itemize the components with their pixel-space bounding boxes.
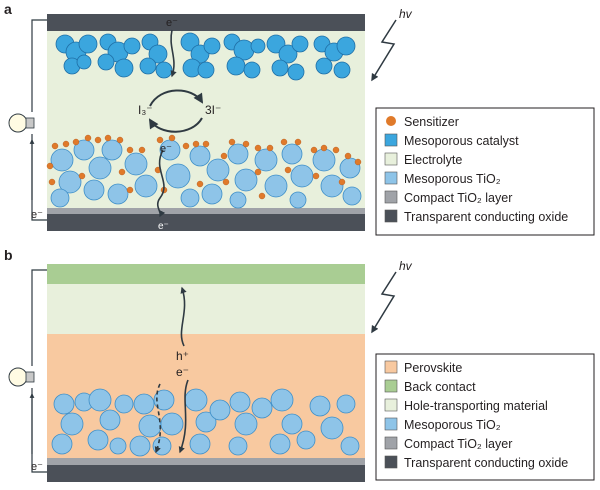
legend-swatch-tio2	[384, 171, 398, 185]
panel-b: b h⁺ e⁻ hv	[4, 247, 595, 482]
legend-swatch-electrolyte	[384, 152, 398, 166]
light-arrow-a	[371, 19, 397, 82]
legend-a-item-2: Electrolyte	[404, 153, 462, 167]
hv-label-a: hv	[399, 7, 413, 21]
legend-b-item-0: Perovskite	[404, 361, 462, 375]
electron-path-bottom	[156, 149, 166, 218]
legend-a-item-5: Transparent conducting oxide	[404, 210, 568, 224]
compact-tio2-layer-b	[47, 458, 365, 465]
electron-path-b	[178, 379, 189, 454]
legend-swatch-htm	[384, 398, 398, 412]
htm-layer	[47, 284, 365, 334]
legend-swatch-compact-b	[384, 436, 398, 450]
redox-arrow-top	[149, 89, 204, 107]
light-arrow-b	[371, 271, 397, 334]
legend-swatch-back-contact	[384, 379, 398, 393]
legend-swatch-perovskite	[384, 360, 398, 374]
electron-top-label: e⁻	[166, 17, 178, 29]
circuit-electron-label-a: e⁻	[31, 209, 43, 221]
bottom-tco-layer	[47, 214, 365, 231]
hv-label-b: hv	[399, 259, 413, 273]
legend-a-item-0: Sensitizer	[404, 115, 459, 129]
lightbulb-icon	[8, 113, 35, 133]
electron-path-top	[170, 29, 177, 78]
legend-b: Perovskite Back contact Hole-transportin…	[384, 360, 568, 470]
legend-a-item-3: Mesoporous TiO₂	[404, 172, 501, 186]
legend-a-item-1: Mesoporous catalyst	[404, 134, 519, 148]
legend-b-item-3: Mesoporous TiO₂	[404, 418, 501, 432]
catalyst-clusters	[55, 32, 356, 81]
hole-label: h⁺	[176, 349, 189, 363]
legend-a-item-4: Compact TiO₂ layer	[404, 191, 512, 205]
electron-label-b: e⁻	[176, 365, 189, 379]
legend-swatch-sensitizer	[386, 116, 396, 126]
legend-swatch-tco-b	[384, 455, 398, 469]
legend-a-box	[375, 107, 595, 236]
tco-layer-b	[47, 465, 365, 482]
electron-bottom-upper-label: e⁻	[160, 143, 172, 155]
legend-swatch-catalyst	[384, 133, 398, 147]
legend-b-item-2: Hole-transporting material	[404, 399, 548, 413]
legend-swatch-compact	[384, 190, 398, 204]
electron-bottom-label: e⁻	[158, 221, 169, 232]
legend-b-item-5: Transparent conducting oxide	[404, 456, 568, 470]
legend-b-item-1: Back contact	[404, 380, 476, 394]
panel-a-label: a	[4, 1, 12, 17]
compact-tio2-layer	[47, 208, 365, 214]
redox-right-label: 3I⁻	[205, 103, 221, 117]
tio2-clusters-b	[51, 388, 360, 457]
legend-b-box	[375, 353, 595, 481]
panel-b-label: b	[4, 247, 13, 263]
electron-path-dashed-b	[154, 383, 161, 454]
legend-a: Sensitizer Mesoporous catalyst Electroly…	[384, 115, 568, 224]
redox-arrow-bottom	[148, 117, 203, 133]
circuit-electron-label-b: e⁻	[31, 461, 43, 473]
external-circuit-b	[31, 269, 47, 473]
panel-a: a	[4, 1, 595, 236]
hole-path	[180, 286, 187, 347]
top-tco-layer	[47, 14, 365, 31]
back-contact-layer	[47, 264, 365, 284]
redox-left-label: I₃⁻	[138, 103, 153, 117]
lightbulb-icon-b	[8, 367, 35, 387]
legend-swatch-tio2-b	[384, 417, 398, 431]
legend-b-item-4: Compact TiO₂ layer	[404, 437, 512, 451]
legend-swatch-tco	[384, 209, 398, 223]
